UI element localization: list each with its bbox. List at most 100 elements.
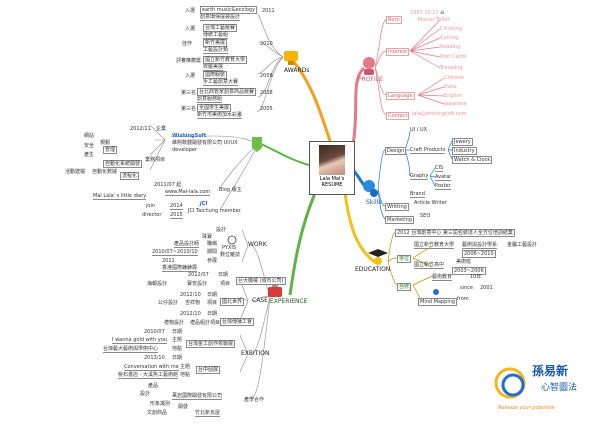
exbition-1-title: I wanna gold with you [112,337,167,344]
jci-director: director [142,212,162,218]
awards-lines [255,12,284,113]
case-5-name: 禮品組計 [190,320,211,326]
work-label: WORK [248,241,267,248]
exbition-label: EXBITION [241,350,270,357]
self-course-n: 10年 [470,274,482,280]
self-mindmap: Mind Mapping [418,298,458,306]
jci-join: join [146,203,156,209]
exbition-0-tag: 日期 [172,329,183,335]
profile-photo [319,145,345,175]
experience-branch [288,192,317,296]
award-6-item-0: 全國學生美展 [197,104,232,112]
mind-map-pin-icon [433,289,439,295]
language-label: Language [386,92,415,100]
marketing-label: Marketing [385,216,414,224]
stopwatch-icon [227,235,237,245]
contact-value[interactable]: lala@wishingsoft.com [412,111,467,117]
interest-2: Cycling [440,35,459,41]
graphy-item-1: Avatar [435,174,452,181]
pyxis-years: 2010/07~2010/10 [152,249,198,256]
work-arrow-icon [252,137,262,152]
exbition-3-date: 2013/10 [144,355,165,361]
award-3-item-0: 國立新竹教育大學 [203,56,248,64]
brand-logo: 孫易新 心智圖法 Release your potential [493,359,598,421]
company-task-2: 安全 [84,143,95,149]
pyxis-flat: 數位雜誌 [220,252,241,258]
pyxis-years-role: 期間 [207,249,218,255]
graduation-cap-icon [368,249,388,265]
award-4-year: 2009 [260,73,273,79]
pyxis-item-1: 產品設計師 [174,241,200,248]
profile-label: PROFILE [358,76,383,83]
award-4-cat: 入選 [185,73,196,79]
blog-site[interactable]: www.Mai-lala.com [165,189,211,196]
case-0-tag: 日期 [218,272,229,278]
exbition-2-role: 地點 [172,346,183,352]
exbition-1-role: 主題 [172,337,183,343]
self-label: 自修 [397,283,412,291]
award-5-cat: 第三名 [181,90,197,96]
brand-label: Brand [410,191,425,198]
school-years-2: 2003~2006 [452,267,486,275]
brand-logo-icon [494,367,526,399]
company-task-7: 自動化數據 [92,169,118,175]
graphy-item-2: Poster [435,183,451,190]
interest-0: Movie/ Toflet [418,17,450,23]
school-univ: 國立新竹教育大學 [414,242,455,249]
language-3: Japanese [444,101,467,107]
award-1-item-0: 台灣工藝競賽 [203,24,238,32]
award-4-item-0: 國際服裝 [203,71,228,79]
company-name: 維熙軟體開發有限公司 UI/UX [172,140,238,146]
case-0-date: 2012/07 [188,272,209,278]
company-status: 企業 [156,126,167,132]
product-item-0: 產品 [148,383,159,389]
award-2-year: 2010 [260,41,273,47]
pyxis-item-1-role: 職稱 [207,241,218,247]
award-6-item-1: 新竹市美術加水彩畫 [197,112,243,119]
case-5-client: 禮物設計 [164,320,185,326]
company-role: developer [172,147,198,153]
self-from: from [457,296,469,302]
case-4-tag: 日期 [207,311,218,317]
pyxis-name: PYXIS [222,245,237,251]
blog-title: Mai Lala' s little diary [93,193,147,200]
skills-lines [377,130,453,220]
interest-3: Reading [440,44,461,50]
exbition-4-title: Conversation with me [124,364,179,371]
case-2-tag: 日期 [207,292,218,298]
award-1-cat: 入選 [185,26,196,32]
company-task-0: 網站 [84,133,95,139]
award-5-year: 2008 [260,90,273,96]
writting-label: Writting [385,203,409,211]
brand-tagline: Release your potential [498,405,555,411]
company-task-5: 自動化系統開發 [103,160,143,168]
exbition-3-tag: 日期 [172,355,183,361]
company-task-4: 產生 [84,152,95,158]
self-since-year: 2001 [480,285,493,291]
award-4-item-1: 手工藝創意大賽 [203,79,239,86]
company-year: 2012/11 [130,126,151,132]
case-2-date: 2012/10 [180,292,201,298]
education-lines [387,231,433,299]
experience-label: EXPERIENCE [270,298,308,305]
school-hs-dept: 美術班 [456,259,472,265]
jci-logo: JCI [200,201,208,207]
case-3-client: 公仔設計 [158,300,179,306]
award-5-item-0: 台北商管家創意商品競賽 [197,88,257,96]
jci-join-year: 2014 [170,203,183,210]
craft-item-1: Industry [452,147,477,155]
graphy-label: Graphy [410,173,429,180]
born-label: Born [386,16,402,24]
exbition-4-detail: 台中個展 [196,366,221,374]
award-6-cat: 第三名 [181,106,197,112]
pyxis-note-2: 香港國際鐘錶展 [162,265,198,272]
uiux-label: UI / UX [410,127,428,133]
case-label: CASE [252,297,268,304]
center-title: RESUME [321,182,343,188]
school-label: 學位 [397,255,412,263]
language-1: Haka [444,84,457,90]
education-top: 2012 台灣創意中心 第三屆包裝達人全方位培訓結業 [395,229,515,237]
craft-item-2: Watch & Clock [452,156,493,164]
award-2-cat: 佳作 [182,41,193,47]
